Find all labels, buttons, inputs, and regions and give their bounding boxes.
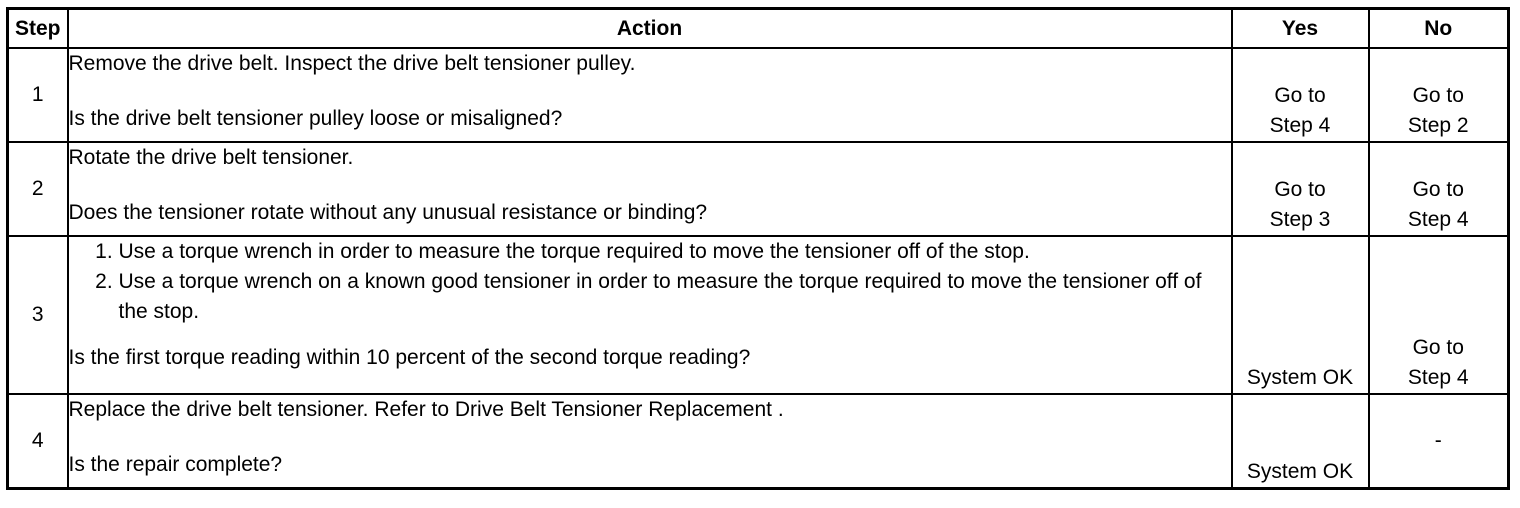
no-line1: Go to xyxy=(1412,178,1464,201)
action-question: Is the drive belt tensioner pulley loose… xyxy=(68,107,563,130)
table-row: 2 Rotate the drive belt tensioner. Does … xyxy=(6,141,1510,237)
action-steps-list: Use a torque wrench in order to measure … xyxy=(69,237,1231,327)
action-text: Rotate the drive belt tensioner. xyxy=(68,146,354,169)
header-step: Step xyxy=(6,7,69,49)
action-cell: Rotate the drive belt tensioner. Does th… xyxy=(66,141,1233,237)
no-line1: Go to xyxy=(1412,84,1464,107)
no-line2: Step 2 xyxy=(1407,114,1469,137)
table-header-row: Step Action Yes No xyxy=(6,7,1510,49)
yes-cell: Go to Step 4 xyxy=(1230,47,1370,143)
action-question: Is the repair complete? xyxy=(68,453,283,476)
action-question: Does the tensioner rotate without any un… xyxy=(68,201,708,224)
yes-cell: Go to Step 3 xyxy=(1230,141,1370,237)
yes-line1: Go to xyxy=(1274,178,1326,201)
diagnostic-table: Step Action Yes No 1 Remove the drive be… xyxy=(6,7,1510,490)
step-number: 3 xyxy=(6,235,69,395)
yes-line2: Step 4 xyxy=(1269,114,1331,137)
no-line1: Go to xyxy=(1412,336,1464,359)
no-cell: Go to Step 4 xyxy=(1367,235,1510,395)
header-action: Action xyxy=(66,7,1233,49)
table-row: 1 Remove the drive belt. Inspect the dri… xyxy=(6,47,1510,143)
header-no: No xyxy=(1367,7,1510,49)
no-cell: Go to Step 4 xyxy=(1367,141,1510,237)
action-cell: Remove the drive belt. Inspect the drive… xyxy=(66,47,1233,143)
yes-line1: Go to xyxy=(1274,84,1326,107)
yes-cell: System OK xyxy=(1230,393,1370,490)
action-text: Remove the drive belt. Inspect the drive… xyxy=(68,52,636,75)
step-number: 1 xyxy=(6,47,69,143)
action-question: Is the first torque reading within 10 pe… xyxy=(68,346,751,369)
header-yes: Yes xyxy=(1230,7,1370,49)
step-number: 4 xyxy=(6,393,69,490)
action-step-item: Use a torque wrench on a known good tens… xyxy=(119,267,1231,327)
yes-line1: System OK xyxy=(1246,460,1354,483)
yes-cell: System OK xyxy=(1230,235,1370,395)
no-cell: Go to Step 2 xyxy=(1367,47,1510,143)
table-row: 4 Replace the drive belt tensioner. Refe… xyxy=(6,393,1510,490)
action-cell: Replace the drive belt tensioner. Refer … xyxy=(66,393,1233,490)
no-line1: - xyxy=(1434,429,1442,452)
no-cell: - xyxy=(1367,393,1510,490)
action-step-item: Use a torque wrench in order to measure … xyxy=(119,237,1231,267)
yes-line2: Step 3 xyxy=(1269,208,1331,231)
no-line2: Step 4 xyxy=(1407,208,1469,231)
no-line2: Step 4 xyxy=(1407,366,1469,389)
table-row: 3 Use a torque wrench in order to measur… xyxy=(6,235,1510,395)
action-cell: Use a torque wrench in order to measure … xyxy=(66,235,1233,395)
step-number: 2 xyxy=(6,141,69,237)
yes-line1: System OK xyxy=(1246,366,1354,389)
action-text: Replace the drive belt tensioner. Refer … xyxy=(68,398,784,421)
